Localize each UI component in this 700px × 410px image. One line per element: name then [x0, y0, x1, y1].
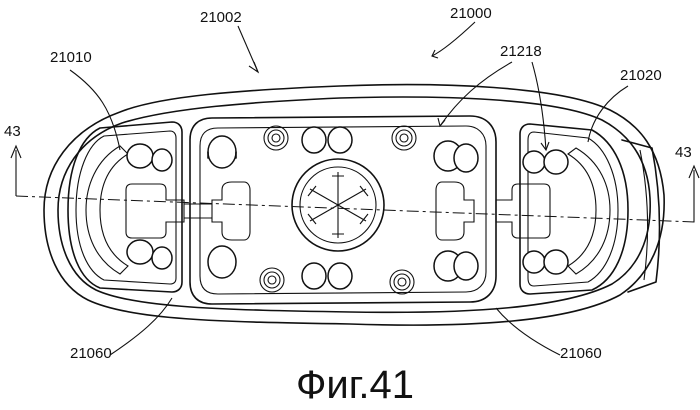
label-21002: 21002 [200, 9, 242, 26]
figure-caption: Фиг.41 [296, 363, 414, 407]
device-outer-body [44, 85, 664, 325]
label-21060-left: 21060 [70, 345, 112, 362]
label-21020: 21020 [620, 67, 662, 84]
label-21218: 21218 [500, 43, 542, 60]
label-21000: 21000 [450, 5, 492, 22]
contact-bottom-right [390, 270, 414, 294]
left-bridge [184, 204, 212, 218]
left-unit-21010 [68, 122, 184, 292]
label-43-left: 43 [4, 123, 21, 140]
label-21010: 21010 [50, 49, 92, 66]
label-43-right: 43 [675, 144, 692, 161]
contact-top-left [264, 126, 288, 150]
leader-lines [70, 22, 628, 355]
label-21060-right: 21060 [560, 345, 602, 362]
contact-bottom-left [260, 268, 284, 292]
contact-top-right [392, 126, 416, 150]
right-unit-21020 [496, 124, 628, 294]
